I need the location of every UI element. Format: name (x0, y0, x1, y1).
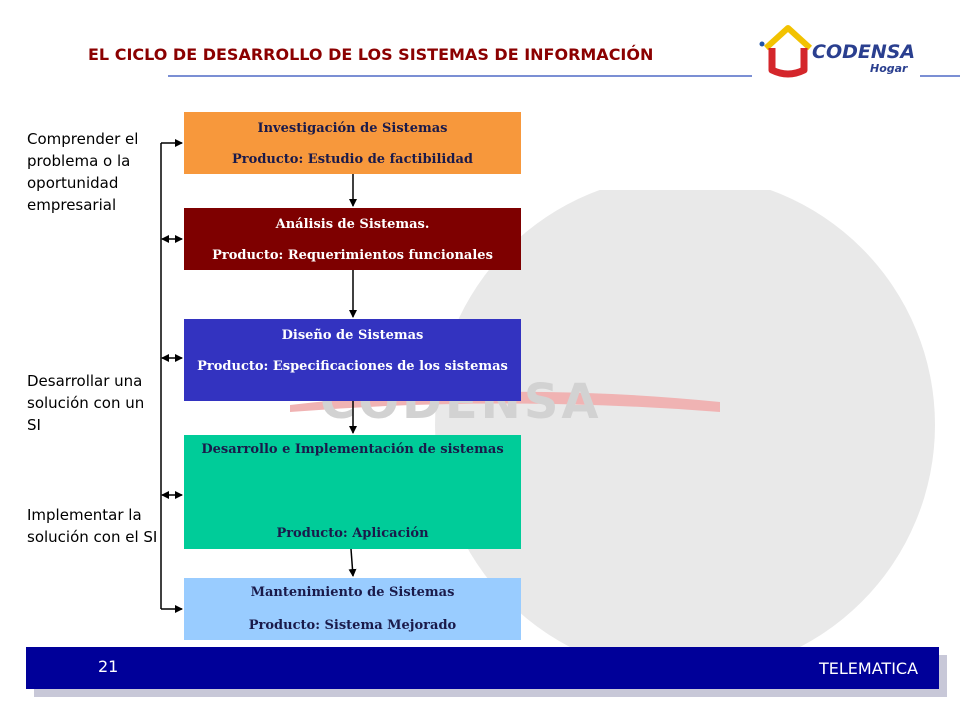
phase-name: Desarrollo e Implementación de sistemas (201, 442, 504, 457)
phase-diseno: Diseño de Sistemas Producto: Especificac… (184, 319, 521, 401)
phase-product: Producto: Especificaciones de los sistem… (197, 359, 508, 374)
course-name: TELEMATICA (819, 659, 919, 678)
svg-text:Hogar: Hogar (870, 62, 908, 75)
phase-product: Producto: Aplicación (276, 526, 429, 541)
phase-name: Investigación de Sistemas (257, 121, 448, 136)
phase-name: Análisis de Sistemas. (275, 217, 430, 232)
codensa-hogar-logo: CODENSA Hogar (752, 18, 920, 88)
phase-investigacion: Investigación de Sistemas Producto: Estu… (184, 112, 521, 174)
phase-product: Producto: Estudio de factibilidad (232, 152, 473, 167)
phase-name: Diseño de Sistemas (281, 328, 424, 343)
phase-product: Producto: Sistema Mejorado (248, 618, 457, 633)
side-label-comprender: Comprender el problema o la oportunidad … (27, 130, 139, 214)
arrow-down-4 (348, 548, 357, 577)
title-underline (168, 75, 753, 77)
page-number: 21 (98, 657, 119, 676)
phase-analisis: Análisis de Sistemas. Producto: Requerim… (184, 208, 521, 270)
phase-product: Producto: Requerimientos funcionales (212, 248, 493, 263)
page-title: EL CICLO DE DESARROLLO DE LOS SISTEMAS D… (88, 45, 654, 64)
watermark-circle (435, 190, 935, 660)
title-underline-right (920, 75, 960, 77)
phase-mantenimiento: Mantenimiento de Sistemas Producto: Sist… (184, 578, 521, 640)
side-label-desarrollar: Desarrollar una solución con un SI (27, 372, 145, 434)
svg-text:CODENSA: CODENSA (812, 41, 915, 63)
phase-name: Mantenimiento de Sistemas (250, 585, 455, 600)
footer-bar (26, 647, 939, 689)
phase-desarrollo: Desarrollo e Implementación de sistemas … (184, 435, 521, 549)
side-label-implementar: Implementar la solución con el SI (27, 506, 158, 546)
